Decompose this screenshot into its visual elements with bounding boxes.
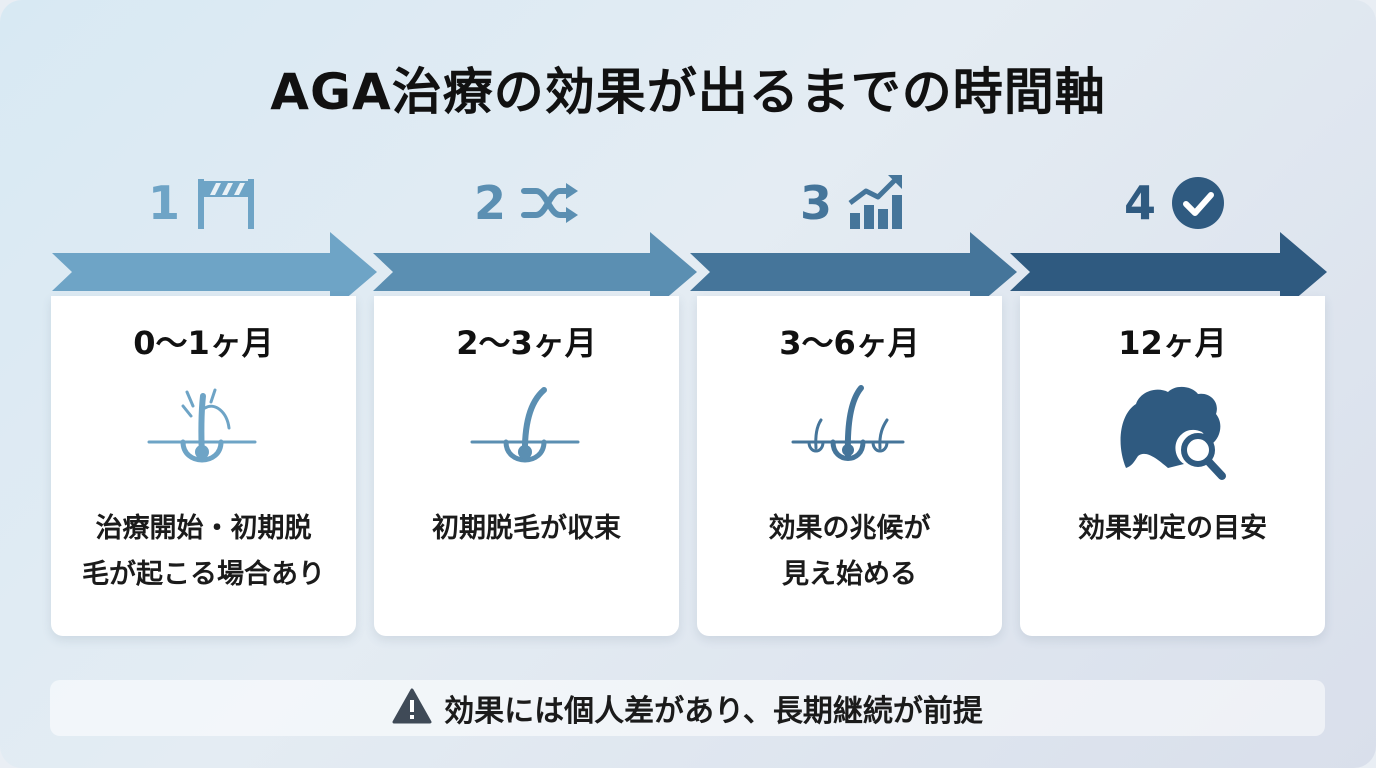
period-label: 12ヶ月 — [1118, 324, 1227, 362]
check-circle-icon — [1170, 175, 1226, 231]
description-line-2: 見え始める — [782, 559, 917, 590]
step-number: 2 — [473, 176, 506, 230]
step-2-card: 2〜3ヶ月 初期脱毛が収束 — [374, 296, 679, 636]
description-line-1: 効果判定の目安 — [1078, 513, 1267, 544]
new-hair-growth-icon — [789, 384, 909, 484]
timeline-arrow-2 — [373, 232, 697, 312]
step-4-card: 12ヶ月 効果判定の目安 — [1020, 296, 1325, 636]
start-gate-icon — [194, 175, 258, 231]
disclaimer-text: 効果には個人差があり、長期継続が前提 — [444, 694, 983, 729]
step-4-header: 4 — [1075, 170, 1275, 236]
thinning-hair-icon — [143, 384, 263, 484]
growth-chart-icon — [846, 173, 906, 233]
step-description: 効果の兆候が 見え始める — [711, 506, 988, 598]
single-hair-icon — [466, 384, 586, 484]
step-1-card: 0〜1ヶ月 治療開始・初期脱 毛が起こる場合あり — [51, 296, 356, 636]
timeline-arrow-1 — [52, 232, 377, 312]
description-line-1: 治療開始・初期脱 — [95, 513, 312, 544]
hair-magnifier-icon — [1112, 384, 1232, 484]
period-label: 3〜6ヶ月 — [779, 324, 920, 362]
description-line-1: 効果の兆候が — [768, 513, 931, 544]
period-label: 0〜1ヶ月 — [133, 324, 274, 362]
description-line-2: 毛が起こる場合あり — [82, 559, 325, 590]
step-3-card: 3〜6ヶ月 効果の兆候が 見え始める — [697, 296, 1002, 636]
description-line-1: 初期脱毛が収束 — [432, 513, 621, 544]
period-label: 2〜3ヶ月 — [456, 324, 597, 362]
step-number: 3 — [799, 176, 832, 230]
disclaimer-bar: 効果には個人差があり、長期継続が前提 — [50, 680, 1325, 736]
step-number: 1 — [147, 176, 180, 230]
step-3-header: 3 — [753, 170, 953, 236]
page-title: AGA治療の効果が出るまでの時間軸 — [270, 63, 1106, 121]
step-description: 治療開始・初期脱 毛が起こる場合あり — [65, 506, 342, 598]
timeline-arrow-4 — [1010, 232, 1327, 312]
step-2-header: 2 — [427, 170, 627, 236]
step-description: 効果判定の目安 — [1034, 506, 1311, 552]
warning-icon — [392, 688, 432, 728]
step-1-header: 1 — [103, 170, 303, 236]
step-number: 4 — [1123, 176, 1156, 230]
timeline-arrow-3 — [690, 232, 1017, 312]
step-description: 初期脱毛が収束 — [388, 506, 665, 552]
shuffle-icon — [520, 181, 580, 225]
